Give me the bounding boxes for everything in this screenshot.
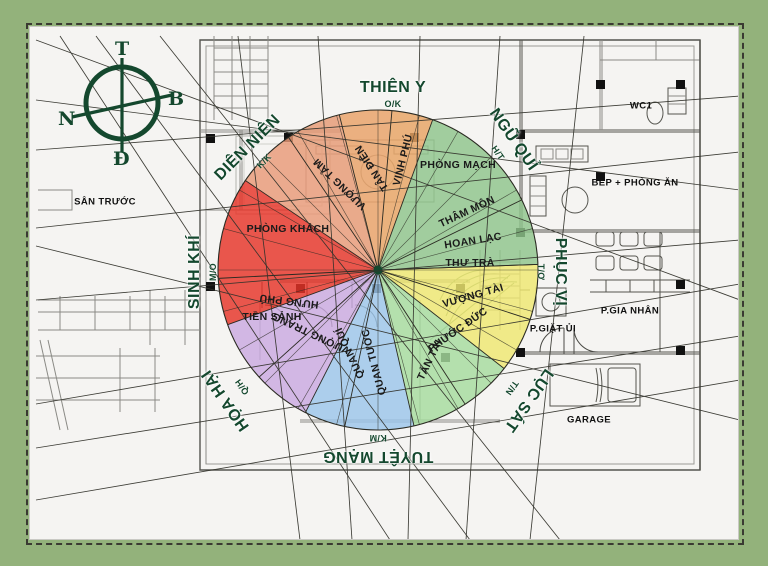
pie-ray-minor [264,269,379,384]
pie-ray-minor [377,269,420,425]
pie-ray-minor [377,269,533,312]
pie-center-point [373,265,383,275]
pie-ray-minor [264,156,379,271]
pie-slice [344,270,414,430]
pie-ray [377,119,434,271]
pie-ray [377,263,538,271]
pie-slice [339,110,392,270]
pie-ray-minor [377,189,517,271]
pie-ray-minor [297,269,379,409]
pie-slice [378,270,466,426]
pie-slice [227,270,378,378]
pie-ray [377,199,523,271]
pie-ray [377,269,415,427]
pie-slice [378,270,505,405]
pie-ray [377,269,531,320]
pie-ray-minor [377,131,459,271]
pie-slice [259,270,378,413]
pie-ray-minor [377,269,517,351]
pie-slice [378,199,538,270]
pie-ray [304,269,379,413]
pie-ray-minor [377,115,420,271]
pie-slice [378,270,531,369]
pie-ray-minor [377,156,492,271]
pie-ray [288,137,379,271]
pie-slice [305,270,378,427]
pie-ray [218,269,379,279]
pie-slice [218,270,378,325]
pie-ray [377,269,505,369]
pie-ray-minor [377,228,533,271]
pie-ray [338,114,379,271]
pie-slice [378,264,538,320]
pie-ray-minor [239,269,379,351]
pie-ray-minor [377,269,492,384]
pie-outer-circle [217,109,539,431]
pie-ray-minor [297,131,379,271]
pie-ray-minor [223,228,379,271]
pie-ray-minor [223,269,379,312]
pie-ray [245,180,379,271]
pie-slice [378,110,433,270]
pie-ray-minor [336,115,379,271]
pie-ray [258,269,379,378]
